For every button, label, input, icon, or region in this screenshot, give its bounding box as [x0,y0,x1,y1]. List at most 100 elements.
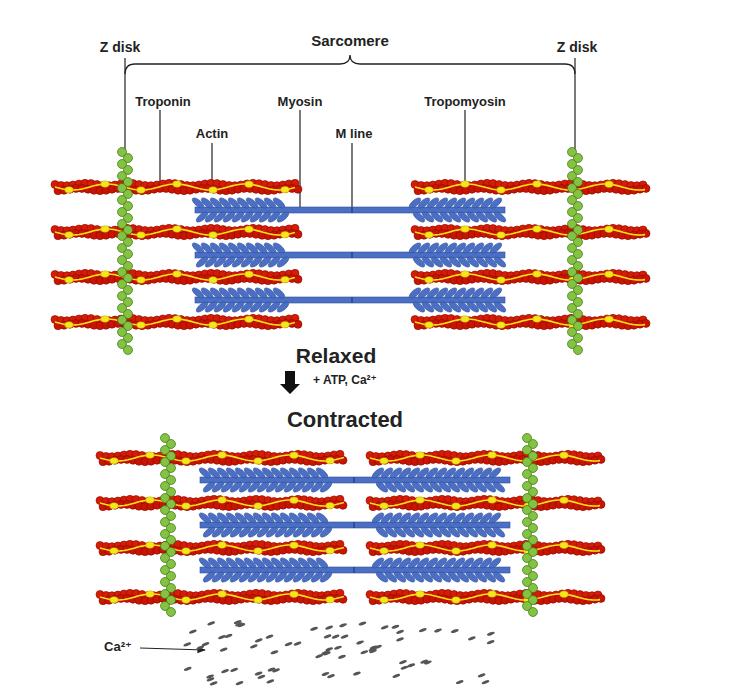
calcium-ion [284,641,293,647]
calcium-ion [266,679,275,685]
structure-title: Sarcomere [311,33,389,50]
actin-filament [51,314,302,329]
ion-label: Ca²⁺ [104,640,132,654]
troponin-dot [110,503,118,509]
actin-bead [294,275,302,283]
calcium-ion [358,621,367,627]
myosin-head [319,570,334,584]
troponin-dot [488,542,496,548]
troponin-dot [380,458,388,464]
z-disk [568,148,583,355]
calcium-ion [400,665,409,671]
troponin-dot [560,497,568,503]
actin-bead [294,185,302,193]
leader-line [211,143,212,182]
myosin-head [272,196,287,210]
calcium-ion [369,648,378,654]
troponin-dot [173,181,181,187]
myosin-head [489,286,504,300]
actin-filament [366,540,605,555]
calcium-ion [325,646,334,652]
troponin-dot [416,452,424,458]
troponin-dot [182,458,190,464]
calcium-ion [267,667,276,673]
myosin-head [493,300,508,314]
myosin-head [319,480,334,494]
troponin-dot [137,277,145,283]
calcium-ion [477,673,486,679]
troponin-dot [110,597,118,603]
leader-line [574,58,575,160]
troponin-dot [218,591,226,597]
troponin-dot [488,452,496,458]
troponin-dot [560,452,568,458]
actin-filament [411,179,650,194]
calcium-ion [334,645,343,651]
troponin-dot [281,231,289,237]
m-line-mark [352,252,353,258]
calcium-ion [207,621,216,627]
troponin-dot [425,277,433,283]
z-disk-bead [574,346,583,355]
calcium-ion [468,636,477,642]
troponin-dot [101,226,109,232]
troponin-dot [605,181,613,187]
z-disk-bead [167,608,176,617]
actin-filament [411,269,650,284]
actin-filament [51,224,302,239]
troponin-dot [416,497,424,503]
actin-bead [597,545,605,553]
calcium-ion [434,628,443,634]
troponin-dot [65,277,73,283]
troponin-dot [101,271,109,277]
troponin-dot [218,497,226,503]
troponin-dot [605,271,613,277]
myosin-head [276,210,291,224]
troponin-dot [146,452,154,458]
calcium-ion [183,666,192,672]
troponin-dot [281,276,289,282]
filaments [51,148,650,617]
troponin-dot [488,497,496,503]
troponin-dot [497,322,505,328]
troponin-dot [452,548,460,554]
calcium-ion [250,644,259,650]
calcium-ion [327,673,336,679]
troponin-dot [209,322,217,328]
z-disk [523,434,538,617]
troponin-dot [182,503,190,509]
calcium-ion [254,671,263,677]
calcium-ion [323,634,332,640]
troponin-dot [290,542,298,548]
myosin-head [276,255,291,269]
troponin-dot [380,597,388,603]
troponin-dot [182,597,190,603]
troponin-dot [137,322,145,328]
part-label: Z disk [100,40,140,55]
state-label: Relaxed [296,344,377,367]
troponin-dot [218,452,226,458]
troponin-dot [461,181,469,187]
myosin-head [492,570,507,584]
troponin-dot [533,226,541,232]
actin-filament [96,540,347,555]
calcium-ion [270,649,279,655]
m-line-mark [352,207,353,213]
troponin-dot [290,497,298,503]
myosin-head [489,196,504,210]
troponin-dot [425,187,433,193]
myosin-head [492,480,507,494]
troponin-dot [137,187,145,193]
myosin-head [488,466,503,480]
calcium-ion [481,679,490,685]
calcium-ion [391,624,400,630]
troponin-dot [218,542,226,548]
troponin-dot [533,271,541,277]
calcium-ion [339,622,348,628]
calcium-ion [230,667,239,673]
leader-line [464,110,465,183]
actin-filament [51,269,302,284]
calcium-ion [356,640,365,646]
myosin-head [492,525,507,539]
